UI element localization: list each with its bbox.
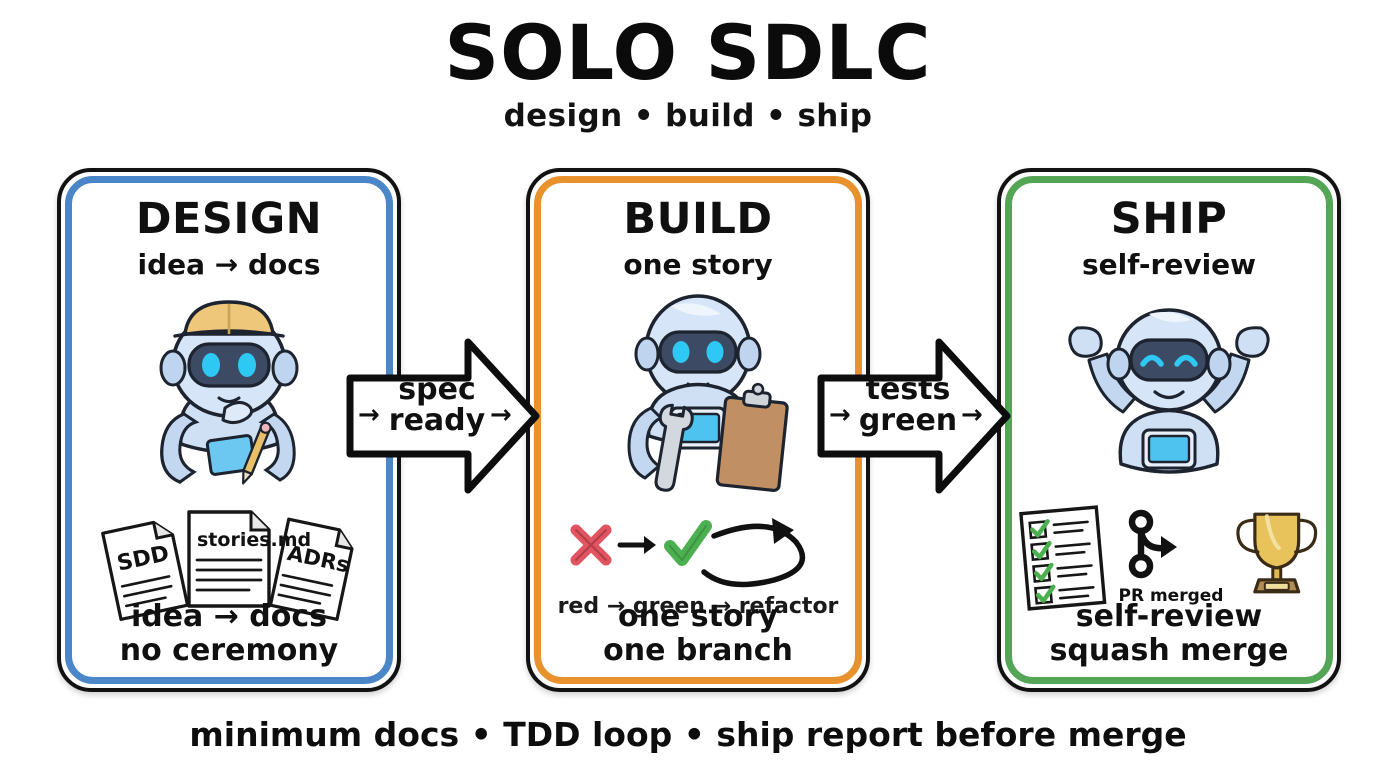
connector-2-arrow-left: → bbox=[829, 400, 851, 430]
panel-ship-content: SHIP self-review bbox=[1013, 184, 1325, 676]
panel-build-content: BUILD one story bbox=[542, 184, 854, 676]
tdd-loop-caption: red → green → refactor bbox=[557, 594, 839, 619]
panel-ship[interactable]: SHIP self-review bbox=[997, 168, 1341, 692]
panel-build-caption: one story one branch bbox=[542, 600, 854, 668]
git-merge-icon bbox=[1128, 509, 1177, 579]
robot-designer-illustration bbox=[73, 292, 385, 502]
connector-2-arrow-right: → bbox=[961, 400, 983, 430]
robot-celebrating-illustration bbox=[1013, 284, 1325, 504]
panel-design-caption-line2: no ceremony bbox=[119, 633, 339, 669]
pr-merged-label: PR merged bbox=[1118, 586, 1224, 606]
robot-designer-icon bbox=[159, 300, 299, 485]
block-arrow-shape bbox=[346, 338, 540, 494]
robot-celebrating-icon bbox=[1068, 308, 1270, 474]
connector-tests-green: → tests green → bbox=[815, 330, 1013, 502]
panel-design-heading: DESIGN bbox=[135, 194, 323, 244]
panel-build-caption-line1: one story bbox=[618, 599, 778, 635]
panel-build-heading: BUILD bbox=[623, 194, 773, 244]
tdd-loop-icon bbox=[570, 518, 806, 588]
page-subtitle: design • build • ship bbox=[503, 97, 873, 134]
footer-tagline: minimum docs • TDD loop • ship report be… bbox=[189, 715, 1187, 754]
connector-1-arrow-right: → bbox=[490, 400, 512, 430]
title-block: SOLO SDLC design • build • ship bbox=[0, 14, 1376, 134]
documents-icon: SDD ADRs stories.md bbox=[101, 510, 354, 621]
block-arrow-shape bbox=[817, 338, 1011, 494]
robot-builder-icon bbox=[627, 294, 789, 493]
panel-ship-heading: SHIP bbox=[1110, 194, 1228, 244]
robot-builder-illustration bbox=[542, 288, 854, 503]
panel-build-subtitle: one story bbox=[623, 248, 773, 281]
tdd-loop-illustration bbox=[542, 514, 854, 594]
checklist-icon bbox=[1019, 505, 1107, 611]
panel-build-caption-line2: one branch bbox=[603, 633, 793, 669]
red-cross-icon bbox=[570, 524, 612, 566]
panel-ship-subtitle: self-review bbox=[1081, 248, 1257, 281]
panel-ship-caption: self-review squash merge bbox=[1013, 600, 1325, 668]
green-check-icon bbox=[664, 520, 712, 566]
panel-ship-caption-line2: squash merge bbox=[1049, 633, 1289, 669]
panel-design-caption: idea → docs no ceremony bbox=[73, 600, 385, 668]
trophy-icon bbox=[1236, 512, 1318, 594]
panel-ship-caption-line1: self-review bbox=[1075, 599, 1263, 635]
page-title: SOLO SDLC bbox=[444, 8, 932, 97]
connector-1-arrow-left: → bbox=[358, 400, 380, 430]
svg-text:stories.md: stories.md bbox=[197, 529, 311, 551]
pr-merged-group: PR merged bbox=[1118, 506, 1224, 606]
connector-spec-ready: → spec ready → bbox=[344, 330, 542, 502]
panel-design-caption-line1: idea → docs bbox=[130, 599, 328, 635]
design-documents-group: SDD ADRs stories.md bbox=[73, 502, 385, 632]
panel-design-content: DESIGN idea → docs bbox=[73, 184, 385, 676]
ship-icons-group: PR merged bbox=[1013, 502, 1325, 614]
panel-design-subtitle: idea → docs bbox=[137, 248, 321, 281]
